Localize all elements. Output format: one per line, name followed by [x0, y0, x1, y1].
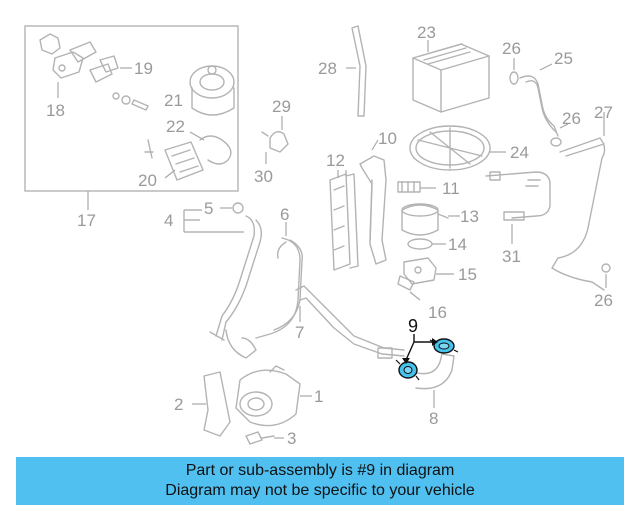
- valve-13: [401, 203, 460, 236]
- label-13: 13: [460, 207, 479, 226]
- sensor-31: [485, 171, 551, 244]
- bracket-2: [192, 371, 231, 437]
- label-15: 15: [458, 265, 477, 284]
- label-2: 2: [174, 395, 183, 414]
- label-19: 19: [134, 59, 153, 78]
- label-22: 22: [166, 117, 185, 136]
- hose-6: [255, 222, 303, 339]
- clamp-9-lower: [395, 359, 420, 381]
- label-6: 6: [280, 205, 289, 224]
- label-29: 29: [272, 97, 291, 116]
- label-5: 5: [204, 199, 213, 218]
- sensor-29: [261, 116, 289, 164]
- hose-22: [189, 131, 232, 165]
- hose-25: [519, 63, 559, 137]
- label-3: 3: [287, 429, 296, 448]
- fitting-11: [397, 181, 436, 193]
- line-27: [551, 112, 611, 291]
- label-10: 10: [378, 129, 397, 148]
- arrow-9-a: [402, 358, 410, 364]
- label-18: 18: [46, 101, 65, 120]
- bracket-12: [329, 170, 359, 271]
- label-21: 21: [164, 91, 183, 110]
- label-27: 27: [594, 103, 613, 122]
- bracket-15: [403, 257, 454, 285]
- pipe-10: [359, 139, 387, 265]
- label-28: 28: [318, 59, 337, 78]
- info-banner: Part or sub-assembly is #9 in diagram Di…: [16, 457, 624, 505]
- label-4: 4: [164, 211, 173, 230]
- air-pump-21: [189, 65, 235, 116]
- clamp-26-top: [509, 58, 519, 85]
- bolt-16: [397, 275, 421, 301]
- screen-24: [409, 125, 506, 171]
- valve-19: [99, 55, 149, 111]
- clamp-5: [220, 202, 244, 214]
- leader-4: [183, 209, 244, 233]
- banner-line-2: Diagram may not be specific to your vehi…: [165, 482, 475, 499]
- pipe-28: [346, 25, 367, 117]
- hose-4: [209, 215, 263, 359]
- label-17: 17: [77, 211, 96, 230]
- label-25: 25: [554, 49, 573, 68]
- pipe-7: [295, 285, 405, 359]
- label-14: 14: [448, 235, 467, 254]
- subassembly-box-17: [24, 25, 239, 192]
- banner-line-1: Part or sub-assembly is #9 in diagram: [185, 462, 455, 479]
- label-11: 11: [442, 179, 460, 198]
- label-30: 30: [254, 167, 273, 186]
- label-20: 20: [138, 171, 157, 190]
- label-26-bottom: 26: [594, 291, 613, 310]
- label-31: 31: [502, 247, 521, 266]
- leader-9: [405, 334, 436, 361]
- label-26-mid: 26: [562, 109, 581, 128]
- label-12: 12: [326, 151, 345, 170]
- label-8: 8: [429, 409, 438, 428]
- filter-20: [144, 139, 204, 181]
- air-pump-1: [235, 365, 312, 427]
- label-24: 24: [510, 143, 529, 162]
- hose-8: [413, 353, 455, 408]
- bracket-18: [39, 33, 113, 98]
- canister-23: [412, 40, 490, 113]
- gasket-14: [407, 238, 446, 250]
- label-16: 16: [428, 303, 447, 322]
- clamp-9-upper: [429, 338, 459, 354]
- label-1: 1: [314, 387, 323, 406]
- clamp-26-mid: [550, 123, 569, 147]
- label-9: 9: [408, 316, 418, 336]
- bolt-3: [245, 431, 284, 445]
- label-23: 23: [417, 23, 436, 42]
- arrow-9-b: [432, 338, 438, 346]
- label-7: 7: [295, 323, 304, 342]
- label-26-top: 26: [502, 39, 521, 58]
